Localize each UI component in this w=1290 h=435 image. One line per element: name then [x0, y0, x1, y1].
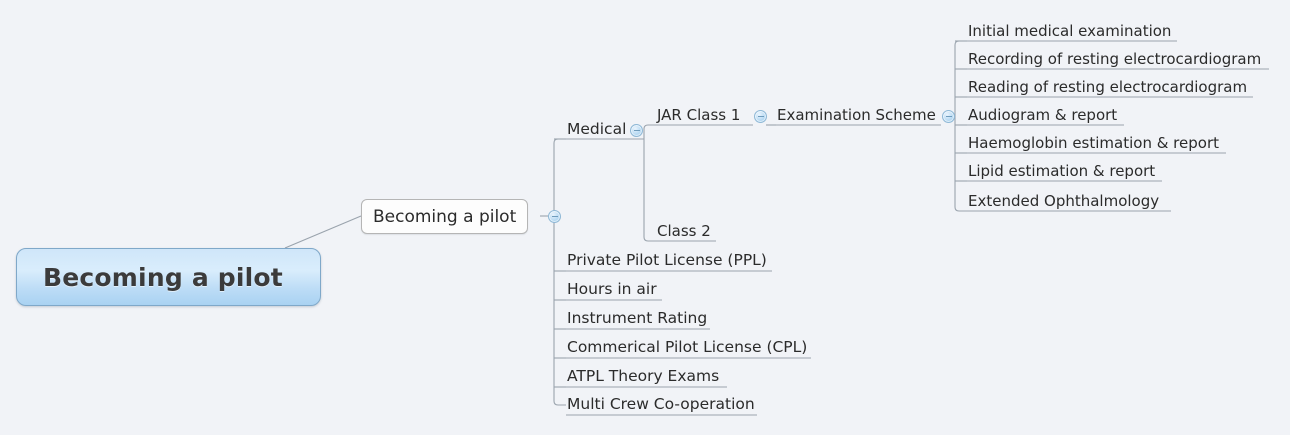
leaf-audiogram-and-report[interactable]: Audiogram & report	[968, 106, 1118, 124]
node-atpl-theory-exams[interactable]: ATPL Theory Exams	[567, 367, 720, 385]
root-node[interactable]: Becoming a pilot	[16, 248, 321, 306]
leaf-haemoglobin-estimation-and-report[interactable]: Haemoglobin estimation & report	[968, 134, 1219, 152]
node-hours-in-air[interactable]: Hours in air	[567, 280, 657, 298]
node-private-pilot-license[interactable]: Private Pilot License (PPL)	[567, 251, 767, 269]
leaf-extended-ophthalmology[interactable]: Extended Ophthalmology	[968, 192, 1160, 210]
spine-medical	[643, 124, 656, 242]
node-jar-class-1[interactable]: JAR Class 1	[657, 106, 741, 124]
central-node[interactable]: Becoming a pilot	[361, 199, 529, 234]
central-node-label: Becoming a pilot	[373, 206, 517, 227]
node-commercial-pilot-license[interactable]: Commerical Pilot License (CPL)	[567, 338, 808, 356]
node-instrument-rating[interactable]: Instrument Rating	[567, 309, 708, 327]
root-node-label: Becoming a pilot	[43, 262, 283, 292]
collapse-toggle-icon-central[interactable]	[548, 210, 561, 223]
leaf-reading-of-resting-electrocardiogram[interactable]: Reading of resting electrocardiogram	[968, 78, 1248, 96]
node-medical[interactable]: Medical	[567, 120, 627, 138]
collapse-toggle-icon-examination-scheme[interactable]	[942, 110, 955, 123]
spine-exam-scheme	[954, 40, 967, 212]
collapse-toggle-icon-medical[interactable]	[630, 124, 643, 137]
node-class-2[interactable]: Class 2	[657, 222, 711, 240]
collapse-toggle-icon-jar-class-1[interactable]	[754, 110, 767, 123]
node-examination-scheme[interactable]: Examination Scheme	[777, 106, 936, 124]
connector-root-to-central	[284, 215, 362, 249]
spine-level2	[553, 138, 566, 406]
node-multi-crew-co-operation[interactable]: Multi Crew Co-operation	[567, 395, 755, 413]
leaf-initial-medical-examination[interactable]: Initial medical examination	[968, 22, 1172, 40]
leaf-lipid-estimation-and-report[interactable]: Lipid estimation & report	[968, 162, 1156, 180]
leaf-recording-of-resting-electrocardiogram[interactable]: Recording of resting electrocardiogram	[968, 50, 1262, 68]
